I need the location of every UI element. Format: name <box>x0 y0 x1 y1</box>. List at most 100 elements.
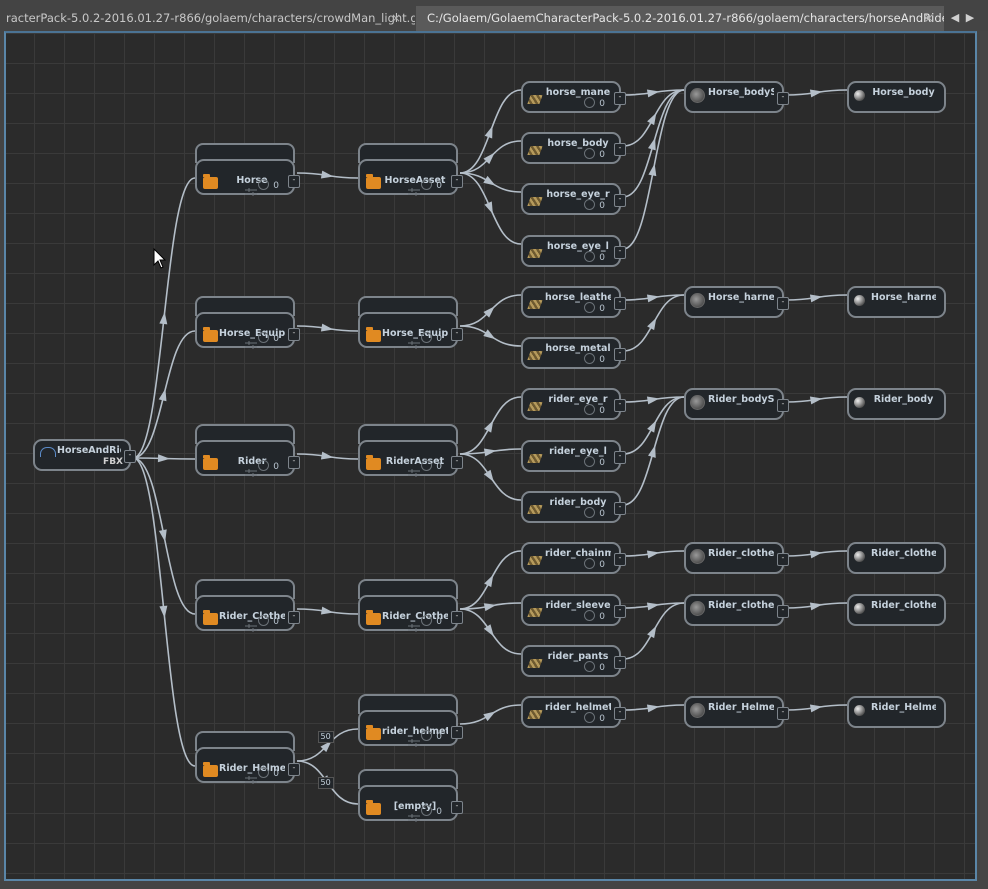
folder-tab-decoration <box>195 143 295 163</box>
shading-group-icon <box>690 88 705 103</box>
graph-node[interactable]: Horse_Equipm...0- <box>358 312 463 349</box>
output-port[interactable]: - <box>614 348 626 361</box>
mesh-texture-icon <box>527 351 543 360</box>
no-rendering-icon <box>421 460 432 471</box>
fbx-badge: FBX <box>103 457 123 467</box>
output-port[interactable]: - <box>777 297 789 310</box>
graph-node[interactable]: Horse_harness <box>847 286 946 318</box>
output-port[interactable]: - <box>614 605 626 618</box>
output-port[interactable]: - <box>288 175 300 188</box>
output-port[interactable]: - <box>288 328 300 341</box>
output-port[interactable]: - <box>614 194 626 207</box>
output-port[interactable]: - <box>288 763 300 776</box>
output-port[interactable]: - <box>777 605 789 618</box>
output-port[interactable]: - <box>614 656 626 669</box>
output-port[interactable]: - <box>614 92 626 105</box>
node-label: Rider_Helmet <box>871 702 936 713</box>
graph-node[interactable]: Horse_Equipm...0- <box>195 312 300 349</box>
node-label: rider_body <box>549 497 607 508</box>
node-label: horse_leather <box>545 292 611 303</box>
tab-crowdman-light[interactable]: racterPack-5.0.2-2016.01.27-r866/golaem/… <box>0 6 415 31</box>
output-port[interactable]: - <box>614 553 626 566</box>
blend-mode-icon <box>408 617 420 632</box>
node-label: Rider <box>237 456 267 467</box>
edge-arrow-icon <box>646 550 660 559</box>
output-port[interactable]: - <box>451 611 463 624</box>
mesh-texture-icon <box>527 710 543 719</box>
output-port[interactable]: - <box>451 726 463 739</box>
output-port[interactable]: - <box>614 297 626 310</box>
node-count: 0 <box>599 406 605 416</box>
graph-node[interactable]: HorseAndRiderFBX- <box>33 439 136 471</box>
edges-layer <box>132 89 848 805</box>
node-label: rider_chainmail <box>545 548 611 559</box>
edge-arrow-icon <box>646 704 660 713</box>
graph-node[interactable]: Rider_clothesSG- <box>684 594 789 626</box>
output-port[interactable]: - <box>288 456 300 469</box>
tab-scroll-left-icon[interactable]: ◀ <box>950 11 960 24</box>
node-count: 0 <box>599 201 605 211</box>
output-port[interactable]: - <box>451 801 463 814</box>
node-count: 0 <box>599 560 605 570</box>
folder-icon <box>203 327 218 342</box>
graph-node[interactable]: Rider_clothes <box>847 594 946 626</box>
graph-node[interactable]: Horse_body <box>847 81 946 113</box>
output-port[interactable]: - <box>124 450 136 463</box>
node-count: 0 <box>599 509 605 519</box>
graph-node[interactable]: horse_leather0- <box>521 286 626 318</box>
node-graph-canvas[interactable]: 5050HorseAndRiderFBX-Horse0-Horse_Equipm… <box>4 31 977 881</box>
tab-scroll-right-icon[interactable]: ▶ <box>965 11 975 24</box>
output-port[interactable]: - <box>777 707 789 720</box>
output-port[interactable]: - <box>614 143 626 156</box>
graph-node[interactable]: Rider_Clothes0- <box>195 595 300 632</box>
graph-node[interactable]: Rider_HelmetSG- <box>684 696 789 728</box>
output-port[interactable]: - <box>614 707 626 720</box>
close-icon[interactable]: × <box>923 11 934 25</box>
graph-node[interactable]: Rider_clothes_2 <box>847 542 946 574</box>
graph-node[interactable]: Horse_harness...- <box>684 286 789 318</box>
blend-mode-icon <box>245 334 257 349</box>
graph-node[interactable]: Rider_clothes_...- <box>684 542 789 574</box>
output-port[interactable]: - <box>451 456 463 469</box>
output-port[interactable]: - <box>614 451 626 464</box>
graph-node[interactable]: rider_chainmail0- <box>521 542 626 574</box>
output-port[interactable]: - <box>614 502 626 515</box>
close-icon[interactable]: × <box>390 11 401 25</box>
graph-node[interactable]: [empty]0- <box>358 785 463 822</box>
output-port[interactable]: - <box>777 399 789 412</box>
graph-node[interactable]: Rider_bodySG- <box>684 388 789 420</box>
output-port[interactable]: - <box>451 328 463 341</box>
output-port[interactable]: - <box>777 553 789 566</box>
material-sphere-icon <box>854 603 865 614</box>
graph-node[interactable]: Horse_bodySG- <box>684 81 789 113</box>
graph-node[interactable]: Rider_Helmet <box>847 696 946 728</box>
blend-mode-icon <box>245 617 257 632</box>
tab-horse-and-rider[interactable]: C:/Golaem/GolaemCharacterPack-5.0.2-2016… <box>416 6 944 31</box>
output-port[interactable]: - <box>614 399 626 412</box>
output-port[interactable]: - <box>777 92 789 105</box>
node-label: RiderAsset <box>385 456 445 467</box>
folder-tab-decoration <box>195 296 295 316</box>
output-port[interactable]: - <box>451 175 463 188</box>
graph-node[interactable]: Rider_Clothes...0- <box>358 595 463 632</box>
graph-node[interactable]: Rider_body <box>847 388 946 420</box>
output-port[interactable]: - <box>288 611 300 624</box>
output-port[interactable]: - <box>614 246 626 259</box>
